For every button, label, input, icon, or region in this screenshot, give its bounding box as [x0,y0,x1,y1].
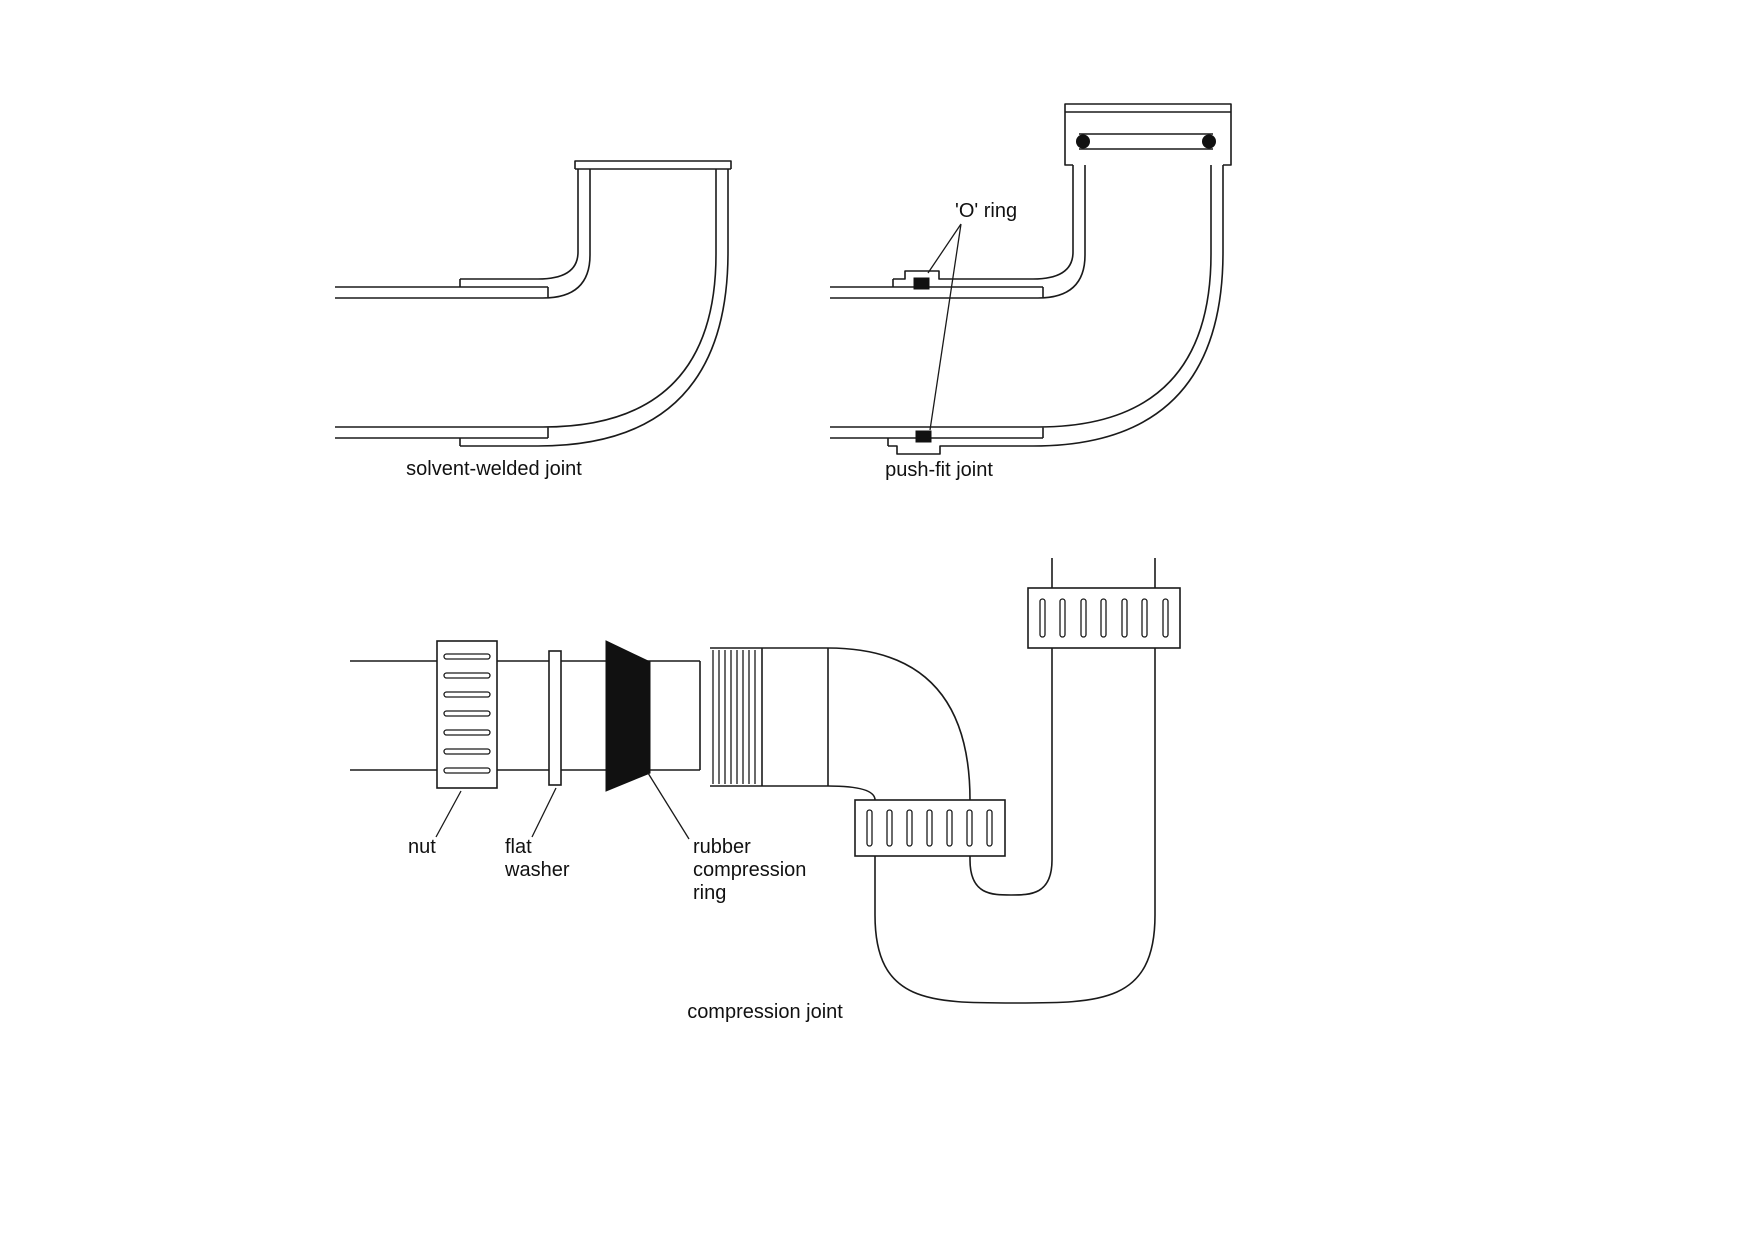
o-ring-leader-lines [927,223,962,431]
nut-leader-line [435,790,462,838]
pushfit-socket-housing [1064,103,1232,166]
rubber-compression-ring-part [605,640,651,792]
ring-leader-line [647,772,690,840]
trap-u-bend-outline [874,648,1156,1004]
trap-outlet-stub [1051,558,1156,588]
nut-label: nut [408,836,436,858]
fitting-thread-lines [712,650,756,784]
rubber-ring-label-line3: ring [693,882,726,904]
solvent-top-wall-outline [335,169,591,299]
solvent-spigot-end-cap [574,160,732,170]
trap-nut-lower-slots [866,809,993,847]
push-fit-joint-diagram: 'O' ring push-fit joint [830,103,1232,481]
compression-joint-label: compression joint [687,1001,843,1023]
solvent-bottom-wall-outline [335,169,729,447]
o-ring-marker-lower [915,430,932,443]
o-ring-marker-upper [913,277,930,290]
compression-joint-diagram: nut flat washer rubber compression ring … [350,558,1181,1023]
pushfit-gasket-bar [1079,133,1213,150]
o-ring-section-top-right [1202,134,1216,149]
nut-knurl-slots [443,653,491,774]
washer-leader-line [531,787,557,838]
nut-part [436,640,498,789]
rubber-ring-label-line2: compression [693,859,806,881]
flat-washer-part [548,650,562,786]
pushfit-top-wall-outline [830,165,1086,299]
trap-nut-upper [1027,587,1181,649]
trap-elbow-outline [827,647,971,801]
pushfit-bottom-wall-outline [830,165,1224,455]
trap-nut-upper-slots [1039,598,1169,638]
flat-washer-label-line1: flat [505,836,532,858]
solvent-welded-joint-diagram: solvent-welded joint [335,160,732,480]
push-fit-joint-label: push-fit joint [885,459,993,481]
o-ring-label: 'O' ring [955,200,1017,222]
fitting-body-outline [710,647,829,787]
flat-washer-label-line2: washer [504,859,570,881]
rubber-ring-label-line1: rubber [693,836,751,858]
o-ring-section-top-left [1076,134,1090,149]
solvent-joint-label: solvent-welded joint [406,458,582,480]
trap-nut-lower [854,799,1006,857]
